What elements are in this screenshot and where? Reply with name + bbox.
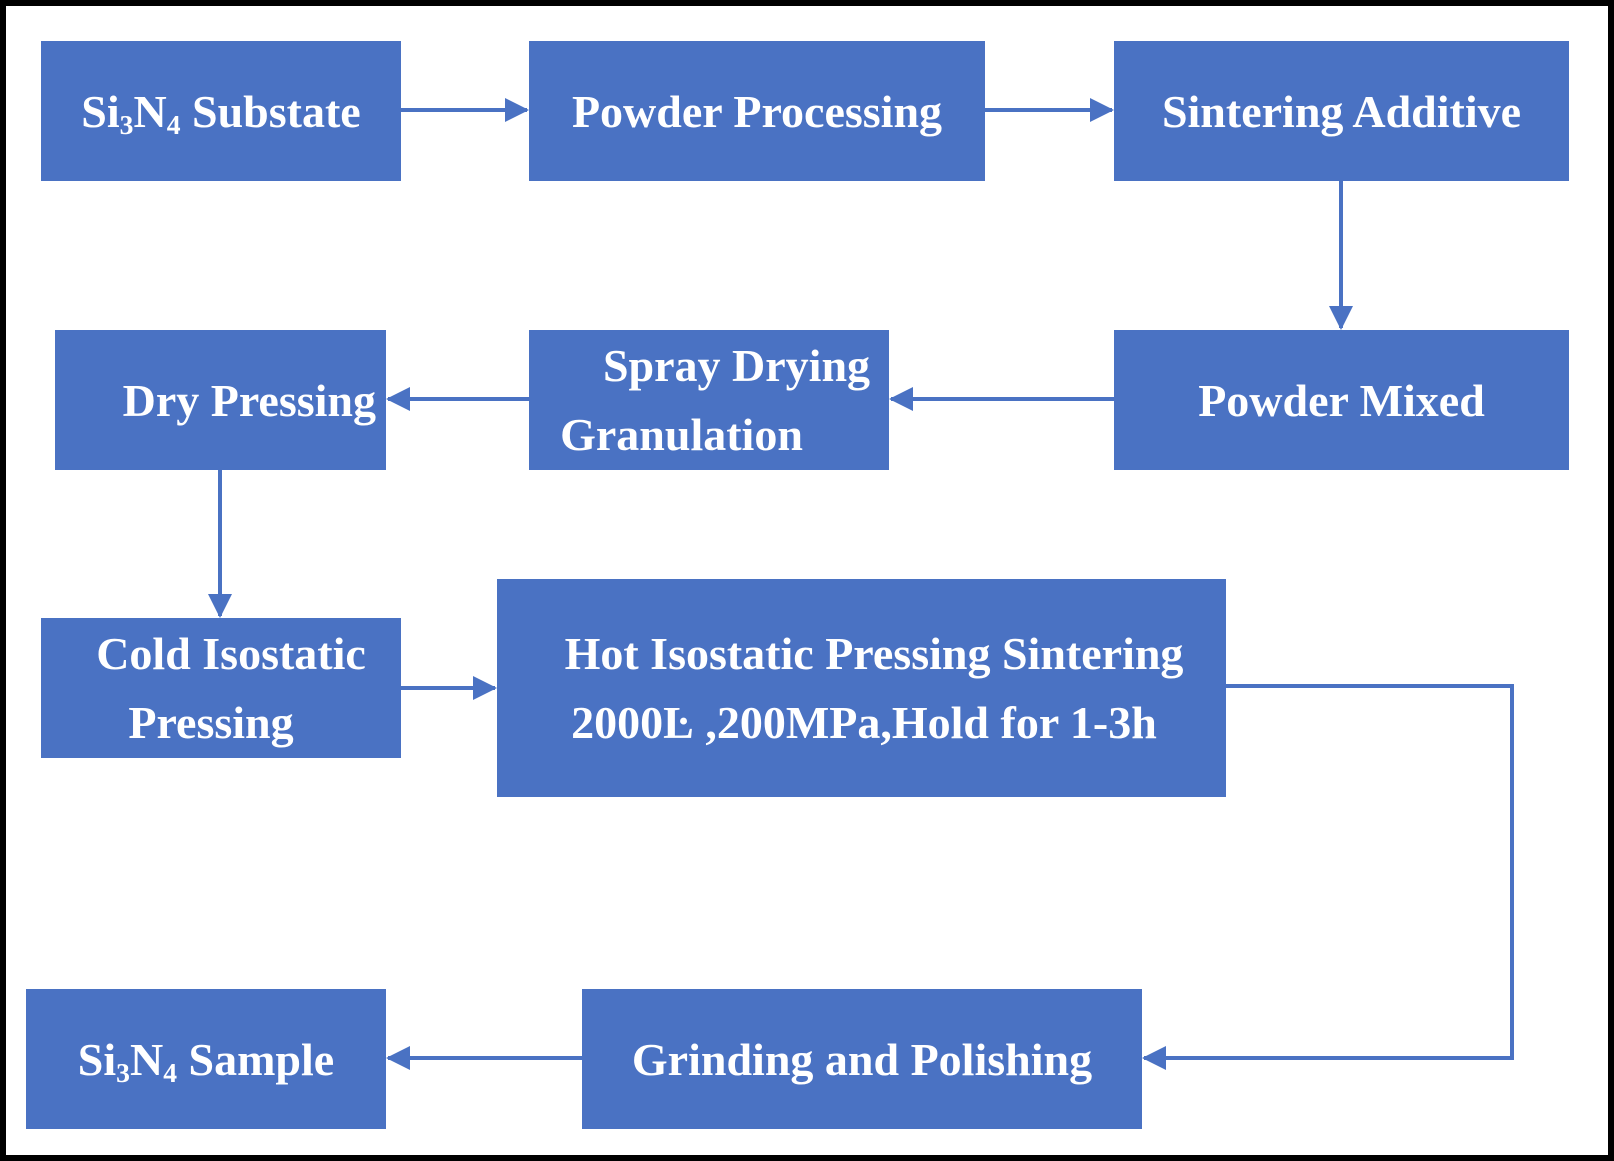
node-hot-isostatic-pressing-sintering: Hot Isostatic Pressing Sintering 2000Ŀ ,… xyxy=(497,579,1226,797)
node-label: Grinding and Polishing xyxy=(631,1033,1093,1085)
node-grinding-and-polishing: Grinding and Polishing xyxy=(582,989,1142,1129)
node-powder-mixed: Powder Mixed xyxy=(1114,330,1569,470)
formula-si: Si xyxy=(81,85,120,137)
node-dry-pressing: Dry Pressing xyxy=(55,330,386,470)
formula-n: N xyxy=(133,85,167,137)
node-sintering-additive: Sintering Additive xyxy=(1114,41,1569,181)
node-label-line2: Granulation xyxy=(560,409,803,460)
node-label: Sintering Additive xyxy=(1161,85,1522,137)
node-si3n4-substrate: Si3N4 Substate xyxy=(41,41,401,181)
node-label: Powder Processing xyxy=(571,85,943,137)
substrate-word: Substate xyxy=(180,85,361,137)
node-powder-processing: Powder Processing xyxy=(529,41,985,181)
node-label-line1: Hot Isostatic Pressing Sintering xyxy=(564,628,1184,679)
arrow-hot-isostatic-to-grinding xyxy=(1142,684,1514,1070)
node-label-line1: Spray Drying xyxy=(602,340,871,391)
formula-si: Si xyxy=(77,1033,117,1085)
node-cold-isostatic-pressing: Cold Isostatic Pressing xyxy=(41,618,401,758)
node-label: Powder Mixed xyxy=(1198,374,1485,426)
formula-n: N xyxy=(129,1033,164,1085)
subscript-4: 4 xyxy=(163,1056,177,1088)
subscript-3: 3 xyxy=(116,1056,130,1088)
sample-word: Sample xyxy=(177,1033,335,1085)
node-label: Si3N4 Sample xyxy=(78,1025,334,1094)
node-label: Dry Pressing xyxy=(122,374,376,426)
subscript-4: 4 xyxy=(166,108,181,140)
node-label-line2: 2000Ŀ ,200MPa,Hold for 1-3h xyxy=(571,697,1157,748)
node-label: Si3N4 Substate xyxy=(81,77,360,146)
node-spray-drying-granulation: Spray Drying Granulation xyxy=(529,330,889,470)
subscript-3: 3 xyxy=(119,108,134,140)
node-si3n4-sample: Si3N4 Sample xyxy=(26,989,386,1129)
node-label-line1: Cold Isostatic xyxy=(96,628,366,679)
node-label-line2: Pressing xyxy=(128,697,294,748)
